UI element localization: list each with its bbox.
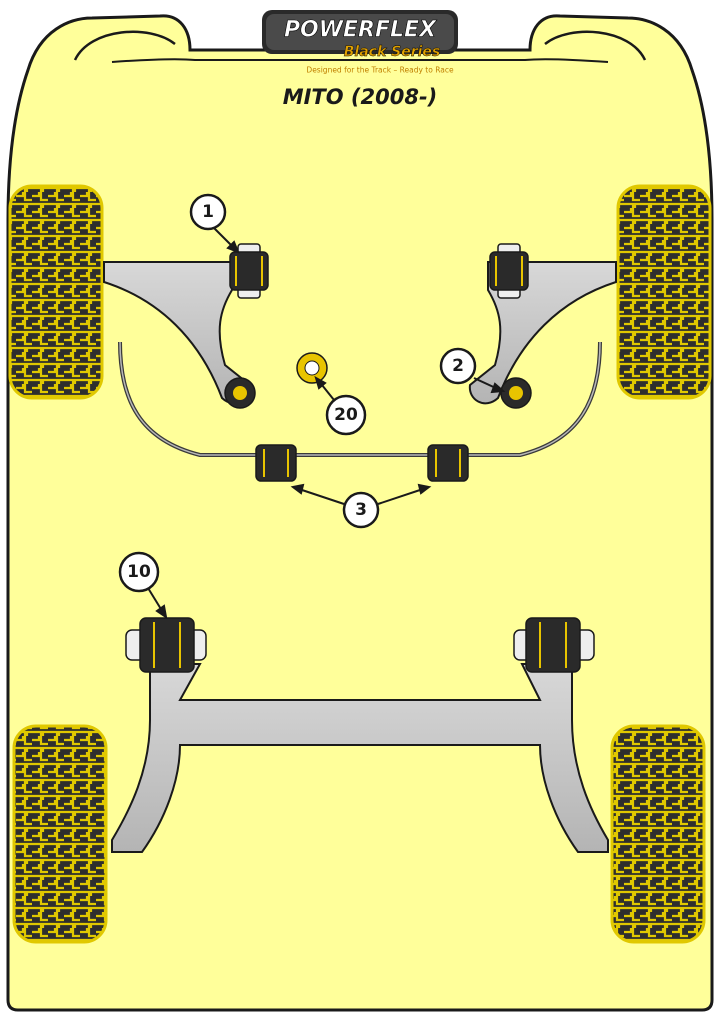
callout-10: 10	[118, 551, 160, 593]
rear-right-tyre	[610, 724, 706, 944]
brand-name: POWERFLEX	[284, 18, 437, 43]
rear-left-tyre	[12, 724, 108, 944]
callout-1: 1	[189, 193, 227, 231]
callout-3: 3	[342, 491, 380, 529]
left-mirror	[73, 30, 176, 61]
bush-20	[296, 352, 328, 384]
callout-label-10: 10	[127, 562, 151, 582]
front-left-tyre	[8, 184, 104, 400]
callout-label-20: 20	[334, 405, 358, 425]
bush-1-right	[489, 243, 529, 299]
bush-2-left	[224, 377, 256, 409]
brand-series: Black Series	[344, 44, 441, 60]
callout-label-1: 1	[202, 202, 214, 222]
bush-3-left	[255, 444, 297, 482]
windscreen-edge	[111, 58, 609, 63]
bush-3-right	[427, 444, 469, 482]
rear-beam-axle	[111, 663, 609, 853]
powerflex-logo: POWERFLEX Black Series Designed for the …	[262, 10, 458, 75]
callout-20: 20	[325, 394, 367, 436]
right-mirror	[544, 30, 647, 61]
callout-label-2: 2	[452, 356, 464, 376]
callout-2: 2	[439, 347, 477, 385]
model-title: MITO (2008-)	[283, 85, 438, 109]
front-right-tyre	[616, 184, 712, 400]
callout-label-3: 3	[355, 500, 367, 520]
callout-arrows	[147, 227, 506, 620]
bush-10-right	[513, 617, 595, 673]
brand-tagline: Designed for the Track – Ready to Race	[306, 66, 454, 75]
bush-1	[229, 243, 269, 299]
bush-10	[125, 617, 207, 673]
bush-2	[500, 377, 532, 409]
